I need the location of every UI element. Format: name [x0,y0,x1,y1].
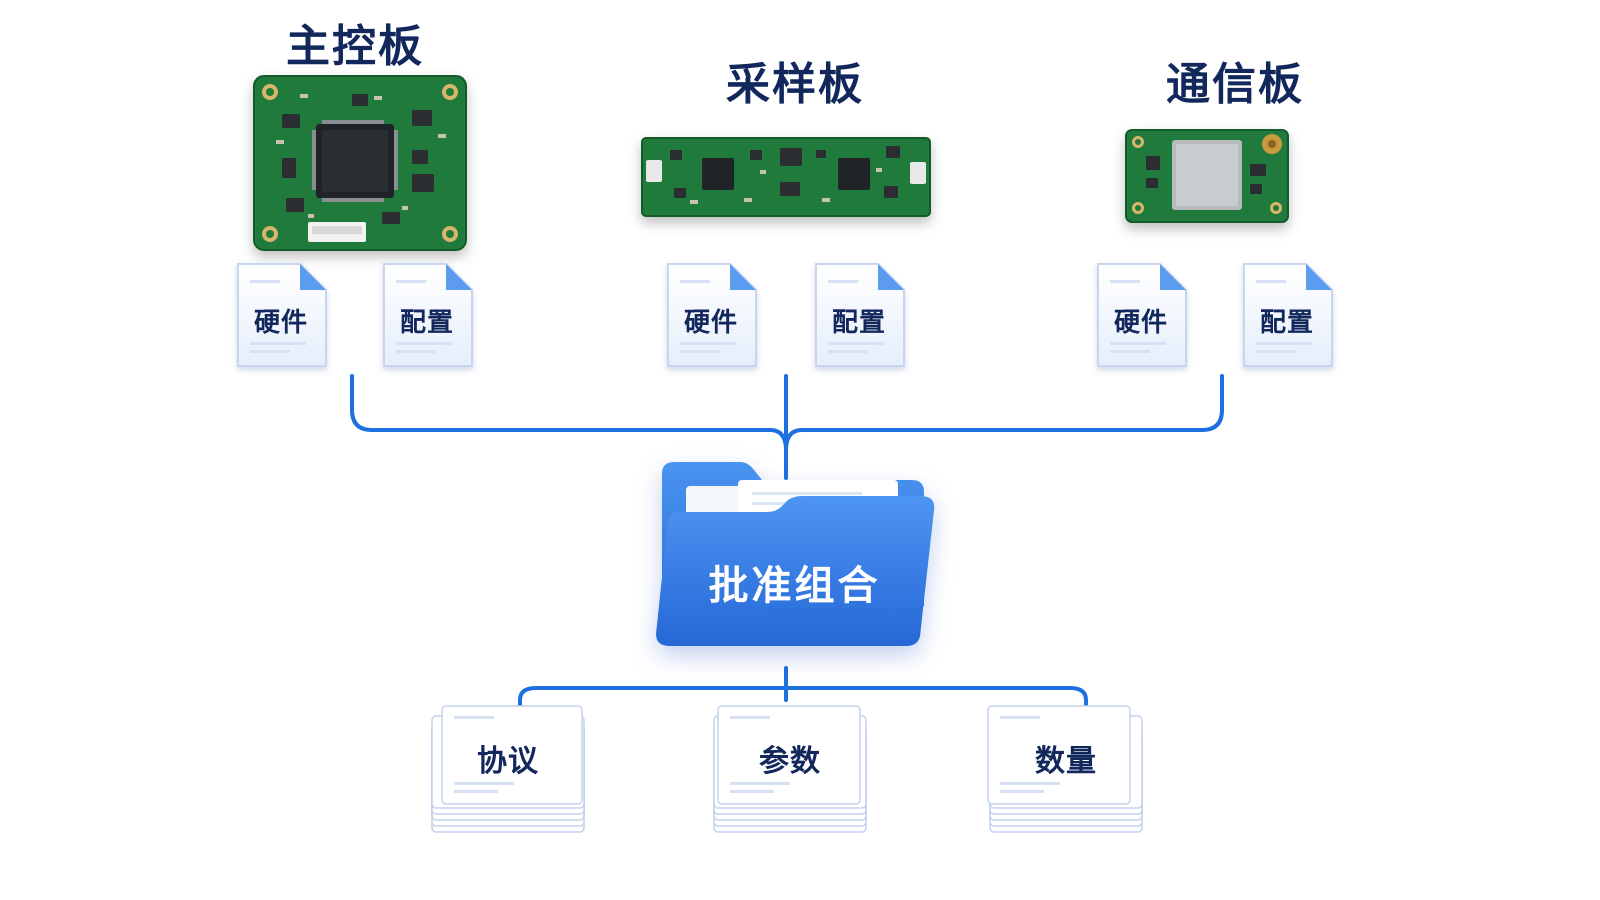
file-hardware-comm[interactable]: 硬件 [1094,262,1188,370]
file-label: 硬件 [683,308,738,338]
file-hardware-sampling[interactable]: 硬件 [664,262,758,370]
file-label: 配置 [399,308,454,338]
paper-stack-icon [431,705,585,833]
document-icon [815,263,905,367]
board-title-main: 主控板 [286,21,424,72]
file-hardware-main[interactable]: 硬件 [234,262,328,370]
file-label: 配置 [831,308,886,338]
document-icon [1243,263,1333,367]
document-icon [1097,263,1187,367]
paper-stack-icon [987,705,1143,833]
communication-board-image [1125,129,1289,223]
file-config-sampling[interactable]: 配置 [812,262,906,370]
document-icon [237,263,327,367]
file-config-main[interactable]: 配置 [380,262,474,370]
output-stack-parameters[interactable]: 参数 [710,704,870,839]
approval-folder-icon[interactable] [648,456,942,652]
stack-label: 参数 [759,744,821,779]
document-icon [383,263,473,367]
output-stack-quantity[interactable]: 数量 [986,704,1146,839]
board-title-sampling: 采样板 [726,59,864,110]
file-label: 配置 [1259,308,1314,338]
stack-label: 数量 [1035,744,1097,779]
paper-stack-icon [713,705,867,833]
board-title-comm: 通信板 [1166,59,1304,110]
stack-label: 协议 [477,744,539,779]
folder-label: 批准组合 [708,563,881,609]
document-icon [667,263,757,367]
file-label: 硬件 [1113,308,1168,338]
file-label: 硬件 [253,308,308,338]
file-config-comm[interactable]: 配置 [1240,262,1334,370]
main-control-board-image [253,75,467,251]
output-stack-protocol[interactable]: 协议 [428,704,588,839]
sampling-board-image [641,137,931,217]
